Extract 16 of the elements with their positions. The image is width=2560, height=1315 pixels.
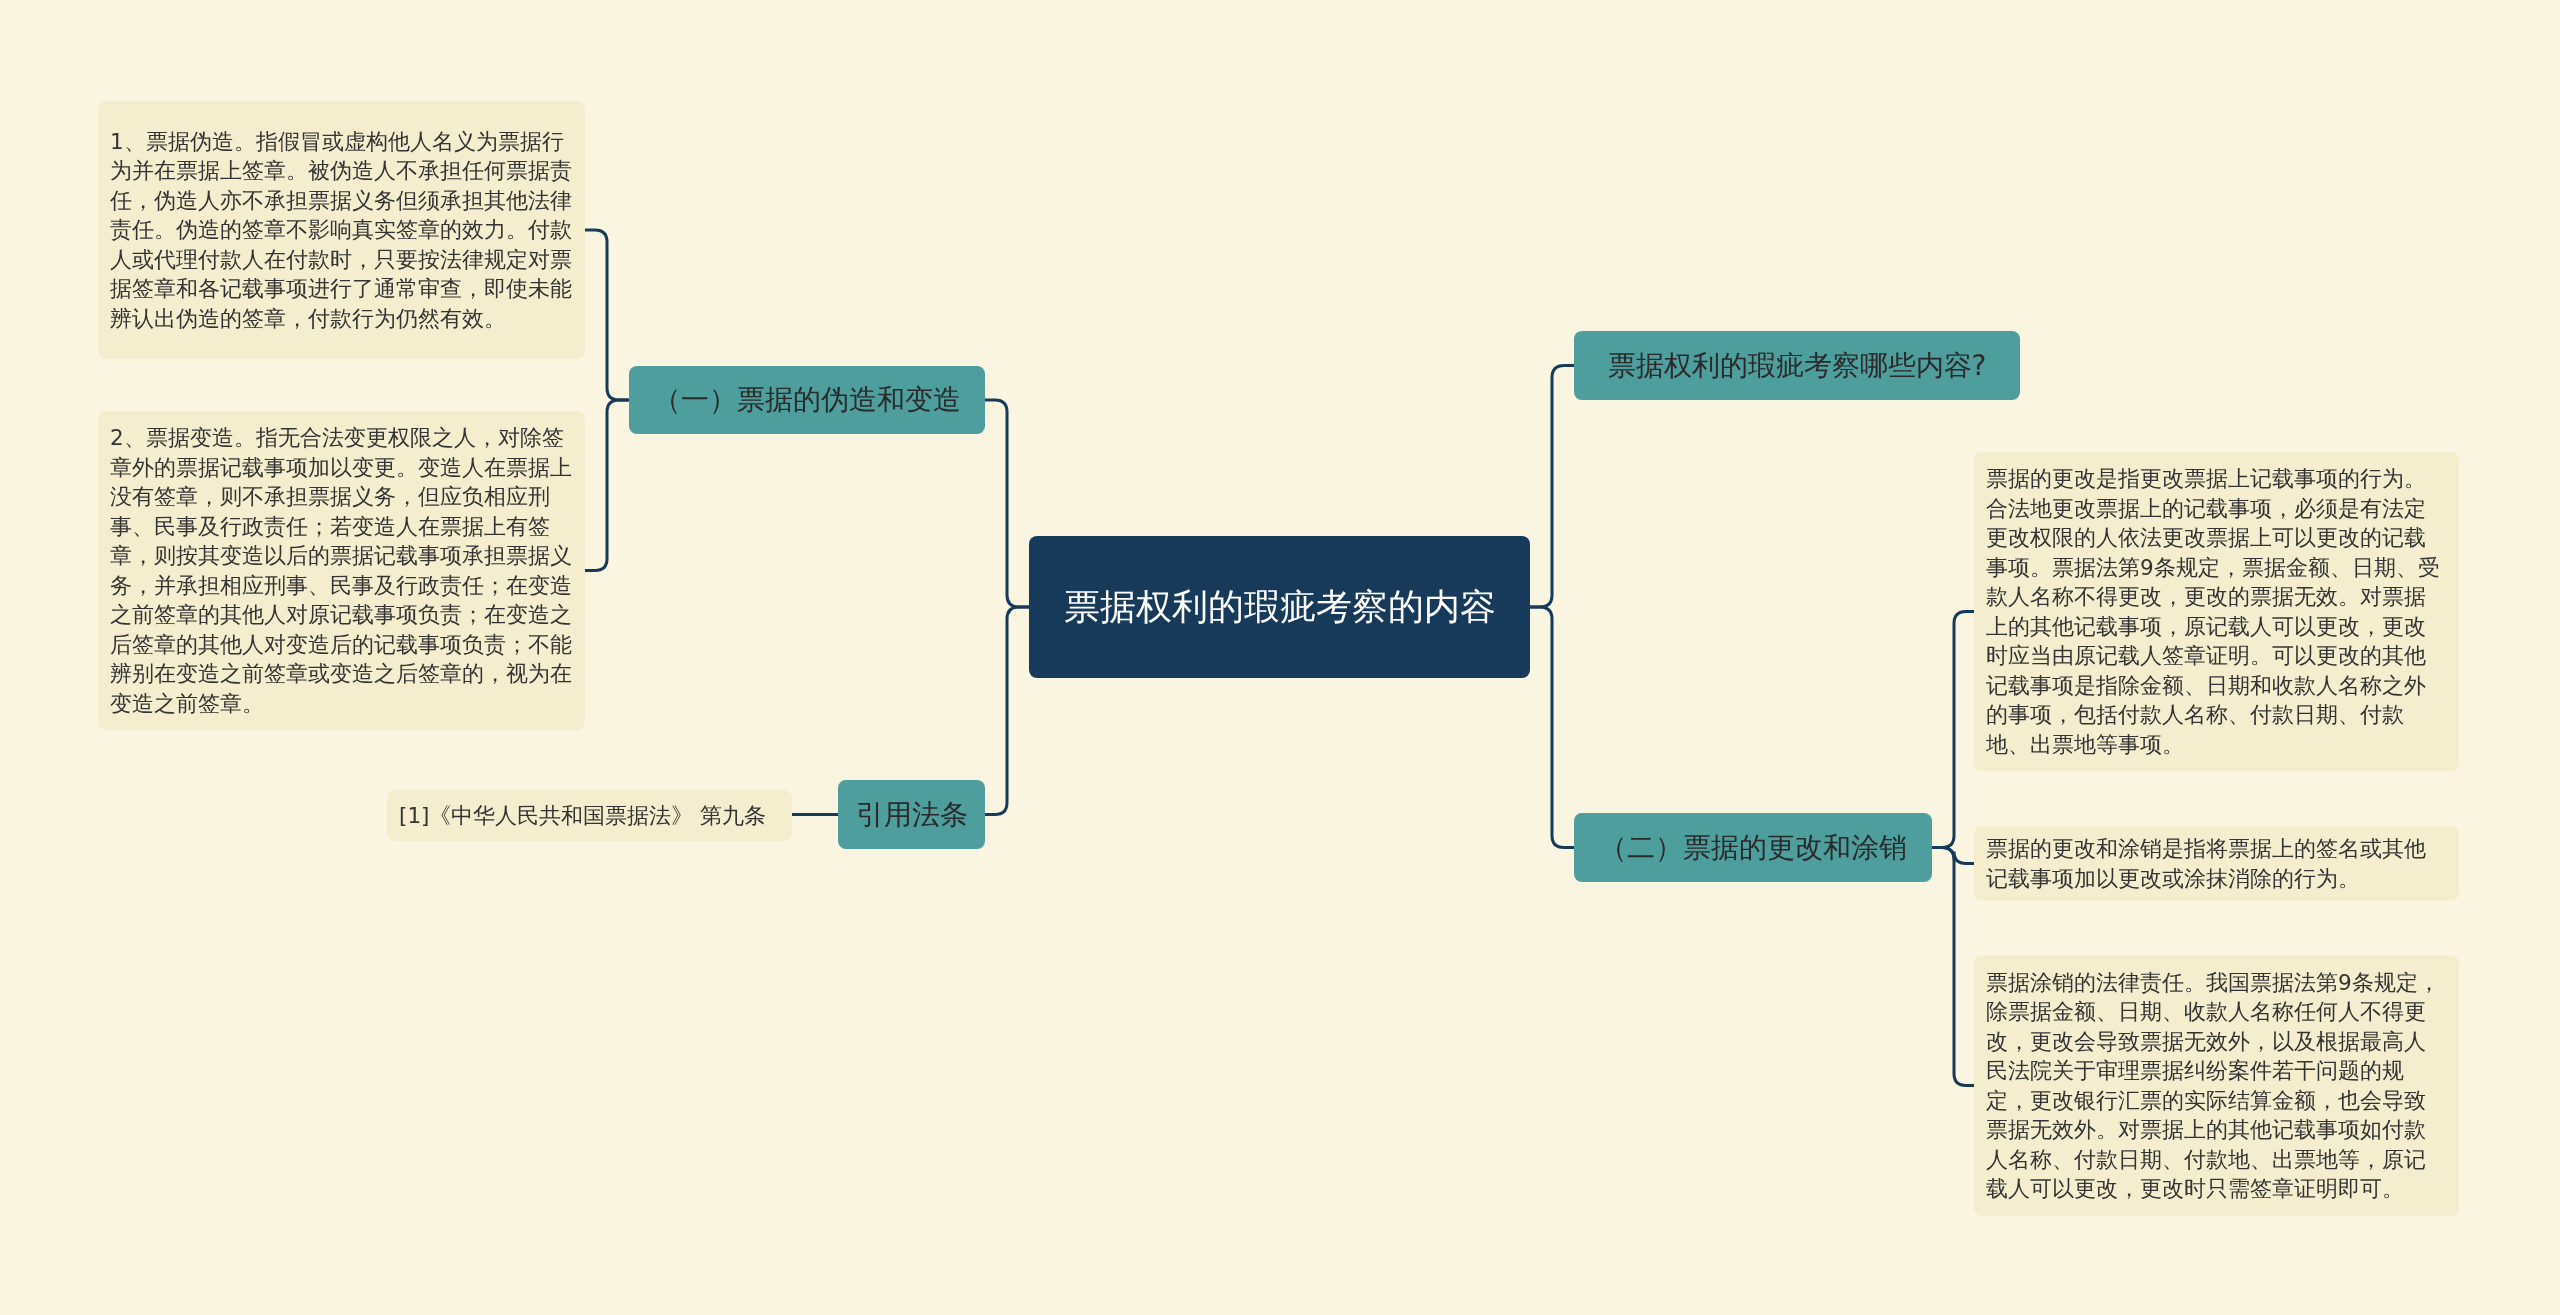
text-box: 2、票据变造。指无合法变更权限之人，对除签章外的票据记载事项加以变更。变造人在票据上没有签章，则不承担票据义务，但应负相应刑事、民事及行政责任；若变造人在票据上有签章，则按其变造以后的票据记载事项承担票据义务，并承担相应刑事、民事及行政责任；在变造之前签章的其他人对原记载事项负责；在变造之后签章的其他人对变造后的记载事项负责；不能辨别在变造之前签章或变造之后签章的，视为在变造之前签章。 <box>98 411 585 730</box>
text-box: 票据的更改是指更改票据上记载事项的行为。合法地更改票据上的记载事项，必须是有法定更改权限的人依法更改票据上可以更改的记载事项。票据法第9条规定，票据金额、日期、受款人名称不得更改，更改的票据无效。对票据上的其他记载事项，原记载人可以更改，更改时应当由原记载人签章证明。可以更改的其他记载事项是指除金额、日期和收款人名称之外的事项，包括付款人名称、付款日期、付款地、出票地等事项。 <box>1974 452 2459 771</box>
text-box: 票据的更改和涂销是指将票据上的签名或其他记载事项加以更改或涂抹消除的行为。 <box>1974 826 2459 901</box>
connector-line <box>985 605 1029 816</box>
connector-line <box>1932 846 1974 1087</box>
topic-box: 引用法条 <box>838 780 985 849</box>
topic-box: （二）票据的更改和涂销 <box>1574 813 1932 882</box>
reference-box: [1]《中华人民共和国票据法》 第九条 <box>387 790 792 841</box>
connector-line <box>585 398 629 572</box>
connector-line <box>1530 605 1574 849</box>
text-box: 1、票据伪造。指假冒或虚构他人名义为票据行为并在票据上签章。被伪造人不承担任何票据责任，伪造人亦不承担票据义务但须承担其他法律责任。伪造的签章不影响真实签章的效力。付款人或代理付款人在付款时，只要按法律规定对票据签章和各记载事项进行了通常审查，即使未能辨认出伪造的签章，付款行为仍然有效。 <box>98 101 585 359</box>
topic-box: （一）票据的伪造和变造 <box>629 366 985 434</box>
topic-box: 票据权利的瑕疵考察哪些内容? <box>1574 331 2020 400</box>
connector-line <box>792 813 838 816</box>
text-box: 票据涂销的法律责任。我国票据法第9条规定，除票据金额、日期、收款人名称任何人不得更改，更改会导致票据无效外，以及根据最高人民法院关于审理票据纠纷案件若干问题的规定，更改银行汇票的实际结算金额，也会导致票据无效外。对票据上的其他记载事项如付款人名称、付款日期、付款地、出票地等，原记载人可以更改，更改时只需签章证明即可。 <box>1974 955 2459 1216</box>
central-topic-box: 票据权利的瑕疵考察的内容 <box>1029 536 1530 678</box>
